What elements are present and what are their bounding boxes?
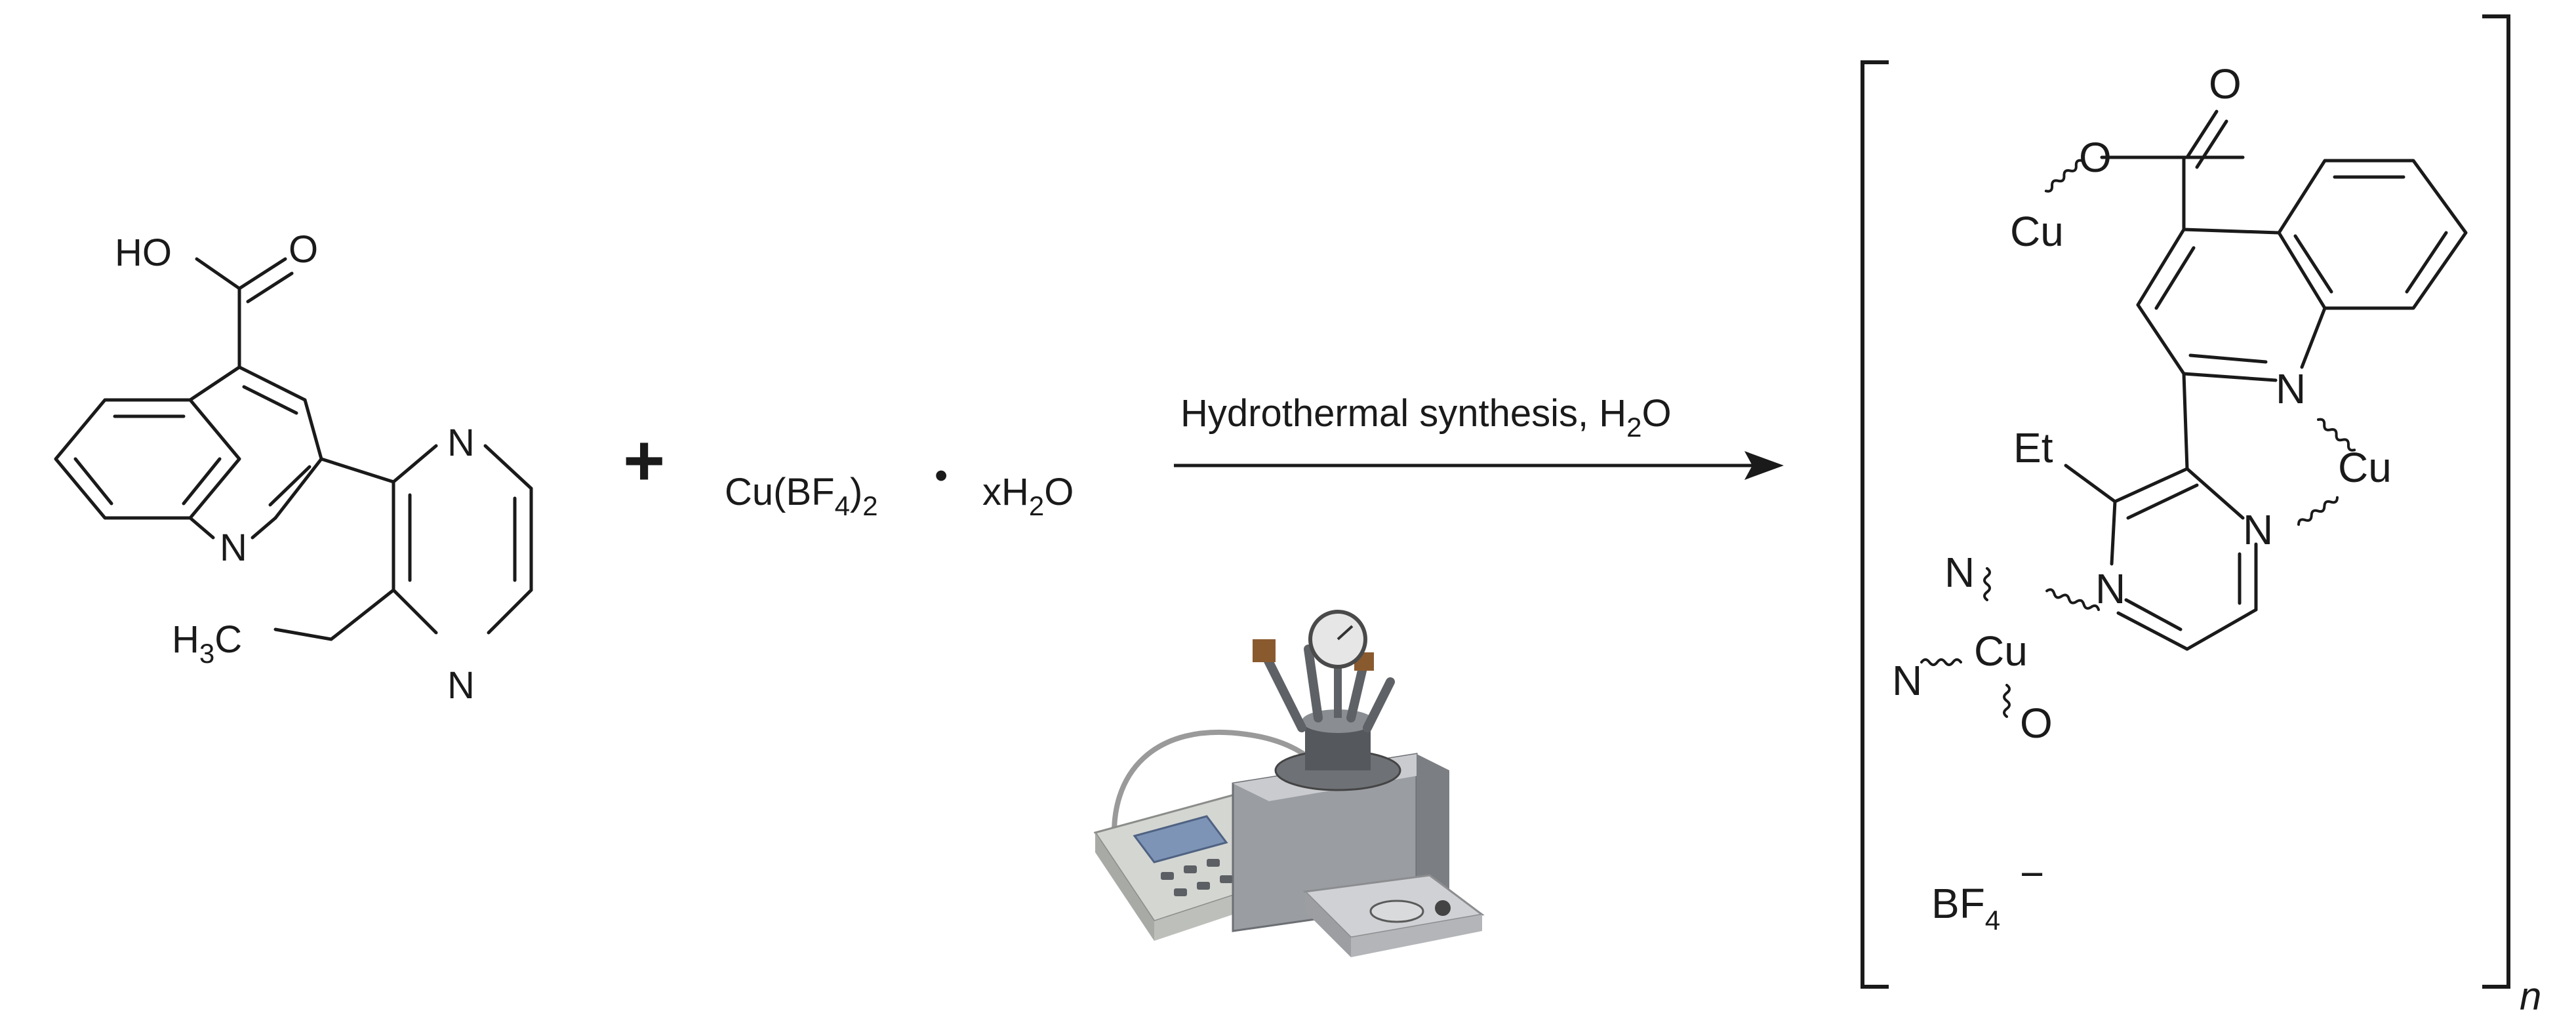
product-ethyl-label: Et <box>2013 424 2053 471</box>
product-pyrazine-ring <box>2110 372 2258 651</box>
anion-charge: − <box>2020 850 2044 898</box>
product-benzo-ring <box>2277 159 2468 310</box>
methyl-label: H3C <box>172 618 242 669</box>
ethyl-bond <box>2064 464 2117 504</box>
product-n-up: N <box>1944 549 1975 596</box>
copper-salt-formula: Cu(BF4)2 <box>725 471 878 521</box>
product-quinoline-n: N <box>2276 365 2306 412</box>
pyrazine-n-top-label: N <box>447 422 475 464</box>
product-carbonyl-o: O <box>2209 60 2242 108</box>
reactant-ligand: HO O N N N H3C <box>54 228 533 707</box>
ho-label: HO <box>115 231 172 274</box>
product-pyrazine-n-left: N <box>2095 565 2125 612</box>
product-cu-center: Cu <box>1974 627 2028 675</box>
plus-sign: + <box>623 420 665 501</box>
pyrazine-ring <box>319 444 533 635</box>
coordination-bonds <box>1920 159 2356 718</box>
product-pyrazine-n-right: N <box>2243 506 2273 553</box>
reaction-condition: Hydrothermal synthesis, H2O <box>1180 392 1672 443</box>
quinoline-n-label: N <box>220 526 247 569</box>
hydrothermal-reactor-illustration <box>1093 610 1485 957</box>
carboxyl-group <box>195 257 294 369</box>
product-n-left: N <box>1892 657 1922 704</box>
reaction-arrow <box>1174 451 1784 480</box>
product-cu-top: Cu <box>2010 208 2064 255</box>
carbonyl-o-label: O <box>289 228 318 271</box>
carboxylate-group <box>2100 109 2245 231</box>
ethyl-chain <box>273 588 395 641</box>
product-pyridine-ring <box>2136 228 2327 382</box>
polymer-brackets <box>1861 14 2510 989</box>
product-link-o: O <box>2079 134 2112 181</box>
counter-anion: BF4 <box>1931 880 2000 936</box>
product-cu-right: Cu <box>2338 444 2392 491</box>
pyrazine-n-bottom-label: N <box>447 664 475 707</box>
product-o-down: O <box>2020 700 2053 747</box>
hydrate-water: xH2O <box>982 471 1074 521</box>
hydrate-dot: • <box>935 454 948 497</box>
pyridine-ring <box>188 365 323 540</box>
benzo-ring <box>54 398 241 520</box>
repeat-unit-n: n <box>2520 974 2541 1018</box>
product-complex: O O Cu N Cu Et N N Cu N N O BF4 − n <box>1861 14 2541 1018</box>
